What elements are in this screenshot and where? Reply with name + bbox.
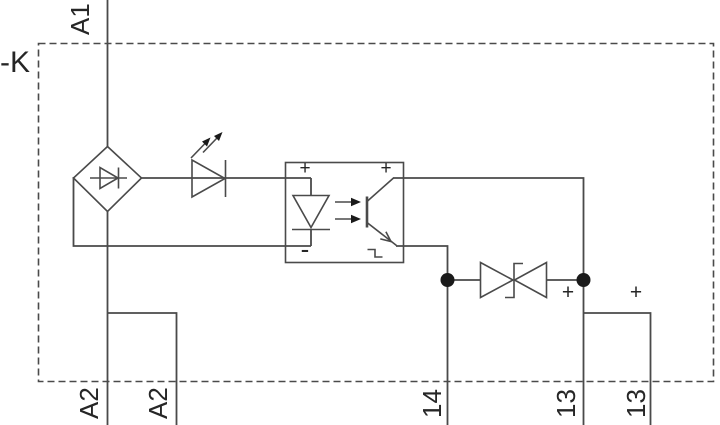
wire-collector-to-13 <box>393 177 585 425</box>
led-triangle <box>191 158 227 199</box>
tvs-center-zener-bar <box>505 262 523 299</box>
junction-dot-14 <box>440 273 455 287</box>
output-13-plus-sign: + <box>562 281 574 304</box>
tvs-left-triangle <box>479 261 515 299</box>
tvs-suppressor-symbol <box>479 261 548 299</box>
bridge-diode-triangle <box>99 166 120 190</box>
optocoupler-box <box>284 161 405 264</box>
phototransistor-collector <box>366 177 395 203</box>
terminal-label-a1: A1 <box>65 3 95 35</box>
terminal-label-13-link: 13 <box>621 389 651 418</box>
bridge-diamond-outline <box>72 145 143 213</box>
optocoupler-symbol <box>284 161 405 264</box>
junction-dot-13 <box>576 273 591 287</box>
opto-input-plus-sign: + <box>299 158 310 179</box>
terminal-label-13-main: 13 <box>551 389 581 418</box>
phototransistor-emitter-arrow <box>380 231 393 243</box>
module-boundary-rect <box>37 42 715 383</box>
wire-bridge-return <box>72 177 311 247</box>
wire-a2-link-bracket <box>107 312 178 425</box>
falling-edge-output-icon <box>367 248 383 258</box>
terminal-label-a2-link: A2 <box>143 387 173 419</box>
wire-emitter-to-14 <box>396 245 449 425</box>
led-arrowheads <box>202 132 223 147</box>
led-emission-arrow-1-shaft <box>190 142 206 159</box>
indicator-led-symbol <box>190 137 227 199</box>
opto-light-arrow-2-head <box>351 214 361 224</box>
device-designator-label: -K <box>0 46 30 79</box>
opto-light-arrow-1-head <box>351 197 361 207</box>
led-emission-arrow-2-head <box>214 132 223 141</box>
opto-light-arrowheads <box>351 197 361 224</box>
bridge-rectifier-symbol <box>72 145 143 213</box>
opto-input-minus-sign: - <box>301 234 310 264</box>
led-emission-arrow-1-head <box>202 137 211 147</box>
terminal-label-a2-main: A2 <box>74 387 104 419</box>
opto-output-plus-sign: + <box>380 158 391 179</box>
module-boundary <box>37 42 715 383</box>
led-emission-arrow-2-shaft <box>202 137 218 154</box>
wires <box>72 0 652 425</box>
terminal-label-14: 14 <box>417 389 447 418</box>
output-13-link-plus-sign: + <box>630 281 642 304</box>
labels: -K A1 A2 A2 14 13 13 + + - + + <box>0 3 651 419</box>
opto-led-triangle <box>291 194 331 230</box>
wire-13-link-bracket <box>583 312 652 425</box>
tvs-right-triangle <box>512 261 548 299</box>
junction-dots <box>440 273 591 287</box>
